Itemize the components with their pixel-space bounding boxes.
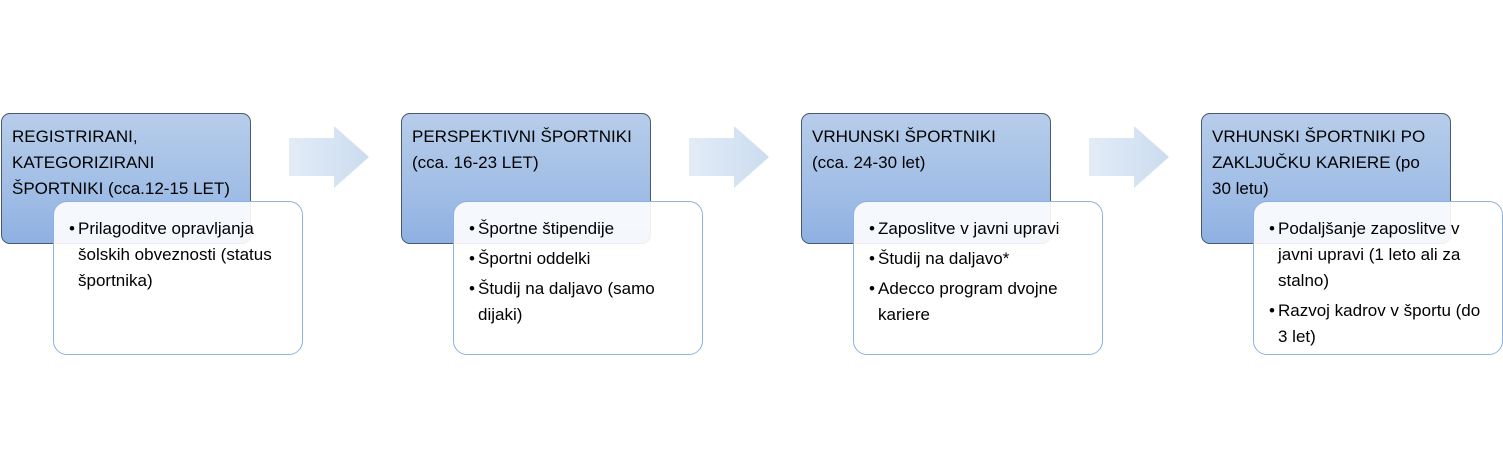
arrow-right-icon <box>289 126 369 188</box>
phase-2-item-1: Športne štipendije <box>469 216 690 242</box>
phase-4-item-2: Razvoj kadrov v športu (do 3 let) <box>1269 298 1490 350</box>
phase-4-header-line-1: VRHUNSKI ŠPORTNIKI PO <box>1212 127 1426 146</box>
phase-3-details: Zaposlitve v javni upravi Študij na dalj… <box>853 201 1103 355</box>
phase-4-header-line-3: 30 letu) <box>1212 179 1269 198</box>
phase-3-header-line-2: (cca. 24-30 let) <box>812 153 926 172</box>
phase-4-header-line-2: ZAKLJUČKU KARIERE (po <box>1212 153 1420 172</box>
arrow-right-icon <box>1089 126 1169 188</box>
phase-2-detail-list: Športne štipendije Športni oddelki Študi… <box>469 216 690 328</box>
phase-4-item-1: Podaljšanje zaposlitve v javni upravi (1… <box>1269 216 1490 294</box>
phase-3: VRHUNSKI ŠPORTNIKI (cca. 24-30 let) Zapo… <box>801 113 1103 355</box>
phase-3-detail-list: Zaposlitve v javni upravi Študij na dalj… <box>869 216 1090 328</box>
phase-2-details: Športne štipendije Športni oddelki Študi… <box>453 201 703 355</box>
phase-1-details: Prilagoditve opravljanja šolskih obvezno… <box>53 201 303 355</box>
phase-1-detail-list: Prilagoditve opravljanja šolskih obvezno… <box>69 216 290 294</box>
phase-2: PERSPEKTIVNI ŠPORTNIKI (cca. 16-23 LET) … <box>401 113 703 355</box>
phase-2-item-2: Športni oddelki <box>469 246 690 272</box>
phase-1-header-line-2: KATEGORIZIRANI <box>12 153 155 172</box>
phase-3-item-2: Študij na daljavo* <box>869 246 1090 272</box>
phase-4-details: Podaljšanje zaposlitve v javni upravi (1… <box>1253 201 1503 355</box>
phase-3-header-line-1: VRHUNSKI ŠPORTNIKI <box>812 127 996 146</box>
phase-2-header-line-1: PERSPEKTIVNI ŠPORTNIKI <box>412 127 632 146</box>
phase-1: REGISTRIRANI, KATEGORIZIRANI ŠPORTNIKI (… <box>1 113 303 355</box>
phase-4-detail-list: Podaljšanje zaposlitve v javni upravi (1… <box>1269 216 1490 350</box>
phase-1-header-line-3: ŠPORTNIKI (cca.12-15 LET) <box>12 179 230 198</box>
phase-4: VRHUNSKI ŠPORTNIKI PO ZAKLJUČKU KARIERE … <box>1201 113 1503 355</box>
phase-3-item-3: Adecco program dvojne kariere <box>869 276 1090 328</box>
phase-1-header-line-1: REGISTRIRANI, <box>12 127 138 146</box>
phase-2-header-line-2: (cca. 16-23 LET) <box>412 153 539 172</box>
phase-1-item-1: Prilagoditve opravljanja šolskih obvezno… <box>69 216 290 294</box>
arrow-right-icon <box>689 126 769 188</box>
phase-2-item-3: Študij na daljavo (samo dijaki) <box>469 276 690 328</box>
phase-3-item-1: Zaposlitve v javni upravi <box>869 216 1090 242</box>
